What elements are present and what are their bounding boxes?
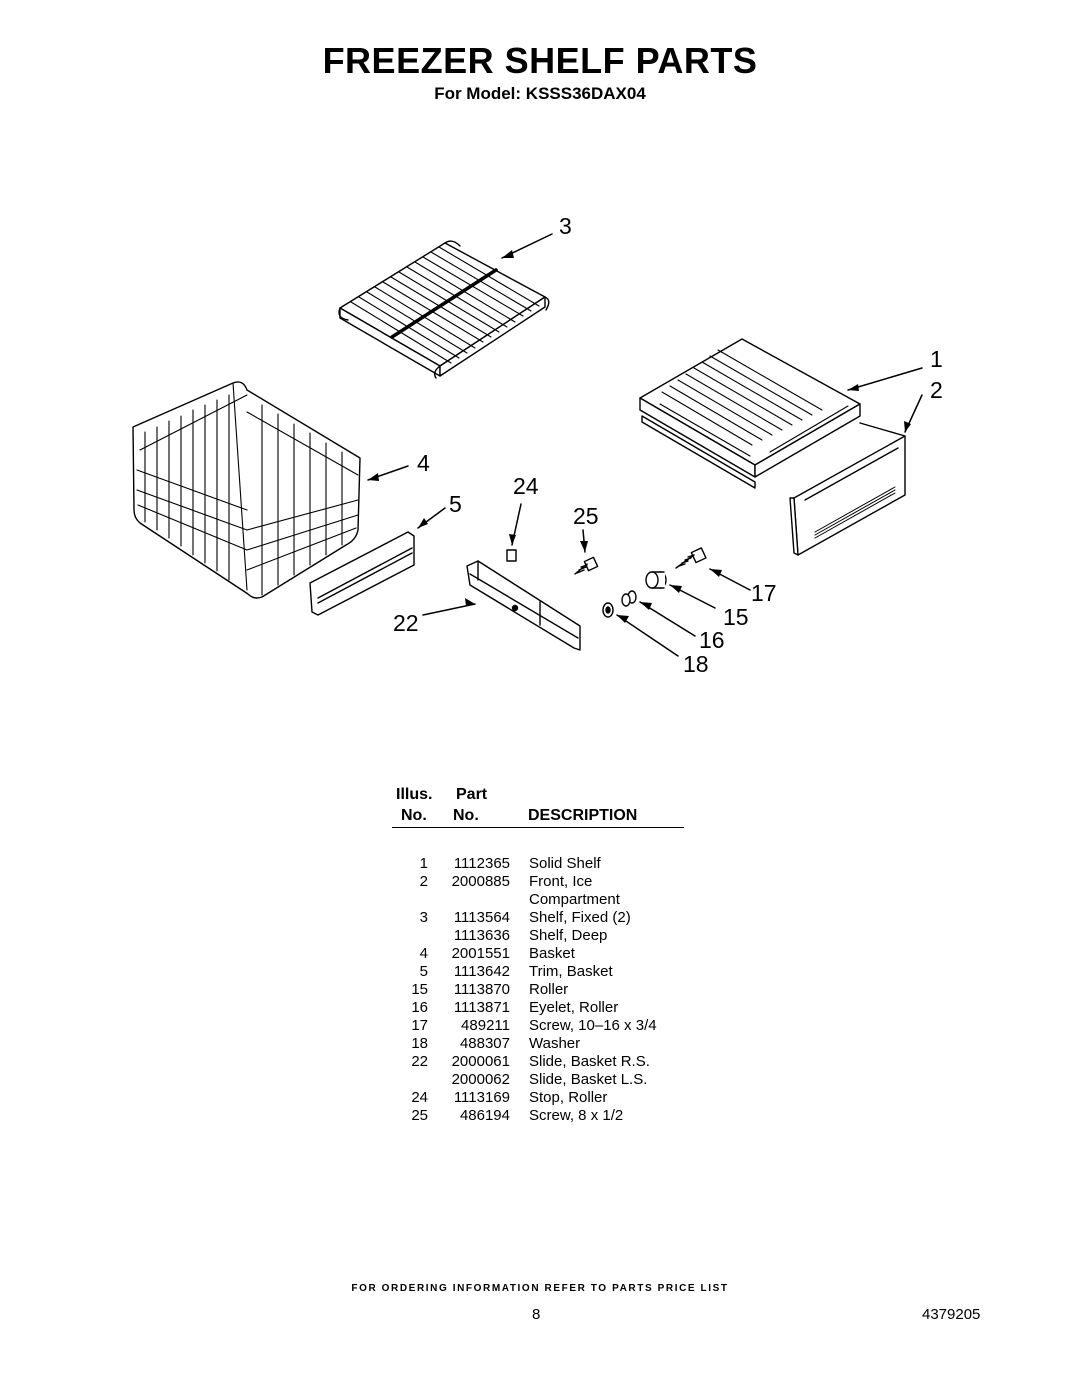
- callout-17: 17: [751, 580, 777, 606]
- page-number: 8: [532, 1306, 541, 1323]
- callout-4: 4: [417, 450, 430, 476]
- wire-basket-drawing: [132, 381, 361, 599]
- description: Trim, Basket: [529, 963, 613, 980]
- roller-stop-drawing: [506, 549, 517, 562]
- description: Washer: [529, 1035, 581, 1052]
- illus-no: 22: [411, 1053, 428, 1070]
- col-description-header: DESCRIPTION: [528, 807, 638, 824]
- callout-3: 3: [559, 213, 572, 239]
- screw-17-drawing: [675, 547, 707, 569]
- description: Shelf, Fixed (2): [529, 909, 631, 926]
- col-part-header-bottom: No.: [453, 807, 479, 824]
- illus-no: 3: [419, 909, 428, 926]
- part-no: 2000061: [451, 1053, 510, 1070]
- callout-22: 22: [393, 610, 419, 636]
- part-no: 1112365: [453, 855, 510, 872]
- eyelet-drawing: [621, 590, 637, 607]
- part-no: 1113636: [453, 927, 510, 944]
- part-no: 488307: [459, 1035, 510, 1052]
- callout-16: 16: [699, 627, 725, 653]
- callout-18: 18: [683, 651, 709, 677]
- description: Screw, 8 x 1/2: [529, 1107, 624, 1124]
- illus-no: 4: [419, 945, 428, 962]
- part-no: 1113870: [453, 981, 510, 998]
- roller-drawing: [645, 571, 667, 589]
- description: Roller: [529, 981, 569, 998]
- washer-drawing: [602, 602, 614, 618]
- part-no: 1113871: [453, 999, 510, 1016]
- callout-24: 24: [513, 473, 539, 499]
- part-no: 1113564: [453, 909, 510, 926]
- description: Eyelet, Roller: [529, 999, 619, 1016]
- description: Screw, 10–16 x 3/4: [529, 1017, 657, 1034]
- table-header-rule: [392, 827, 684, 828]
- part-no: 489211: [461, 1017, 510, 1034]
- solid-shelf-drawing: [639, 338, 861, 489]
- exploded-parts-diagram: 3 1 2 4 24 5 25 17 15 22 16 18: [132, 213, 943, 677]
- callout-15: 15: [723, 604, 749, 630]
- illus-no: 2: [419, 873, 428, 890]
- col-illus-header-bottom: No.: [401, 807, 427, 824]
- part-no: 2001551: [451, 945, 510, 962]
- fixed-shelf-drawing: [338, 240, 550, 379]
- page-title: FREEZER SHELF PARTS: [322, 40, 758, 81]
- illus-no: 16: [411, 999, 428, 1016]
- description: Slide, Basket R.S.: [529, 1053, 650, 1070]
- description: Front, Ice: [529, 873, 593, 890]
- description: Slide, Basket L.S.: [529, 1071, 648, 1088]
- illus-no: 18: [411, 1035, 428, 1052]
- screw-25-drawing: [574, 556, 599, 575]
- callout-2: 2: [930, 377, 943, 403]
- basket-slide-drawing: [466, 560, 581, 651]
- callout-5: 5: [449, 491, 462, 517]
- col-illus-header-top: Illus.: [396, 786, 433, 803]
- part-no: 2000062: [451, 1071, 510, 1088]
- model-subtitle: For Model: KSSS36DAX04: [434, 84, 646, 103]
- part-no: 2000885: [451, 873, 510, 890]
- part-no: 486194: [459, 1107, 510, 1124]
- document-number: 4379205: [922, 1306, 981, 1323]
- front-ice-compartment-drawing: [789, 422, 906, 556]
- description: Solid Shelf: [529, 855, 601, 872]
- col-part-header-top: Part: [456, 786, 488, 803]
- illus-no: 24: [411, 1089, 428, 1106]
- part-no: 1113642: [453, 963, 510, 980]
- basket-trim-drawing: [309, 531, 415, 616]
- callout-25: 25: [573, 503, 599, 529]
- part-no: 1113169: [453, 1089, 510, 1106]
- description: Compartment: [529, 891, 620, 908]
- ordering-info-footer: FOR ORDERING INFORMATION REFER TO PARTS …: [351, 1283, 729, 1294]
- illus-no: 5: [419, 963, 428, 980]
- illus-no: 15: [411, 981, 428, 998]
- callout-1: 1: [930, 346, 943, 372]
- illus-no: 17: [411, 1017, 428, 1034]
- description: Stop, Roller: [529, 1089, 608, 1106]
- description: Shelf, Deep: [529, 927, 608, 944]
- illus-no: 1: [419, 855, 428, 872]
- description: Basket: [529, 945, 575, 962]
- illus-no: 25: [411, 1107, 428, 1124]
